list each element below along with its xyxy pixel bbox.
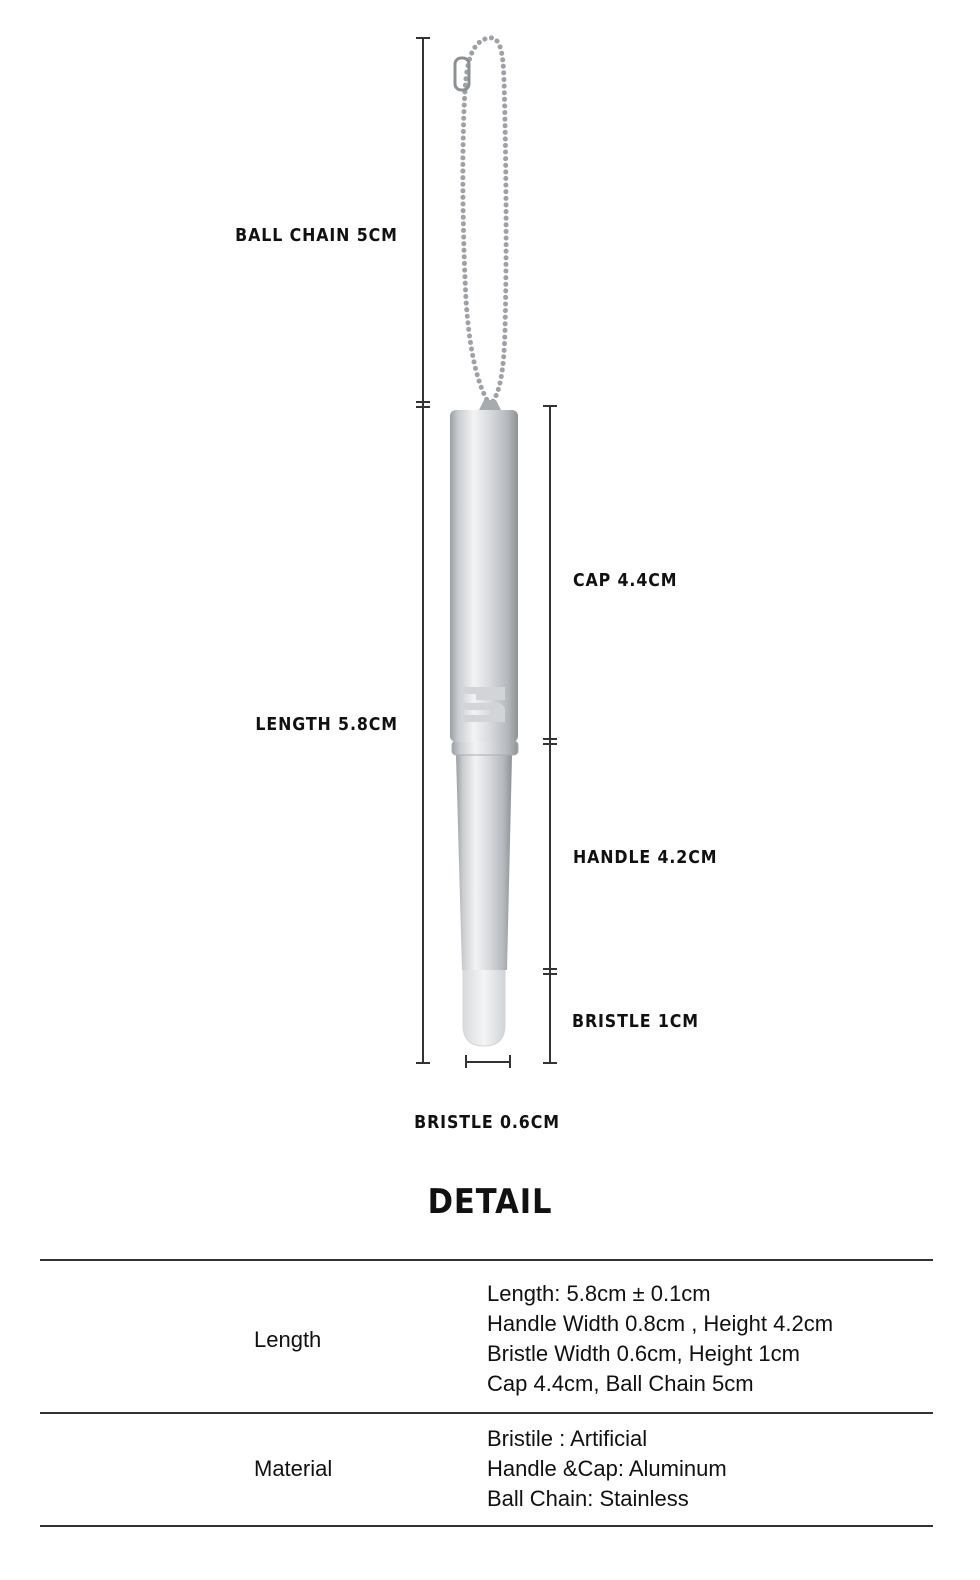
length-label: LENGTH 5.8CM [255, 714, 398, 735]
ball-chain [453, 35, 509, 412]
value-line: Bristile : Artificial [487, 1426, 648, 1451]
value-line: Handle Width 0.8cm , Height 4.2cm [487, 1311, 834, 1336]
row-values-material: Bristile : Artificial Handle &Cap: Alumi… [487, 1424, 727, 1514]
value-line: Cap 4.4cm, Ball Chain 5cm [487, 1371, 754, 1396]
dimension-lines [416, 37, 557, 1068]
product-diagram [416, 35, 557, 1068]
detail-title: DETAIL [427, 1182, 553, 1222]
value-line: Length: 5.8cm ± 0.1cm [487, 1281, 711, 1306]
divider [40, 1525, 933, 1527]
handle-label: HANDLE 4.2CM [573, 847, 718, 868]
ball-chain-label: BALL CHAIN 5CM [235, 225, 398, 246]
bristle-height-label: BRISTLE 1CM [572, 1011, 699, 1032]
brand-logo-icon [463, 687, 506, 722]
row-label-material: Material [254, 1456, 333, 1481]
row-values-length: Length: 5.8cm ± 0.1cm Handle Width 0.8cm… [487, 1279, 833, 1399]
cap-label: CAP 4.4CM [573, 570, 678, 591]
divider [40, 1259, 933, 1261]
divider [40, 1412, 933, 1414]
value-line: Ball Chain: Stainless [487, 1486, 689, 1511]
value-line: Handle &Cap: Aluminum [487, 1456, 727, 1481]
row-label-length: Length [254, 1327, 322, 1352]
brush-illustration [450, 410, 519, 1047]
value-line: Bristle Width 0.6cm, Height 1cm [487, 1341, 800, 1366]
bristle-width-label: BRISTLE 0.6CM [414, 1112, 560, 1133]
